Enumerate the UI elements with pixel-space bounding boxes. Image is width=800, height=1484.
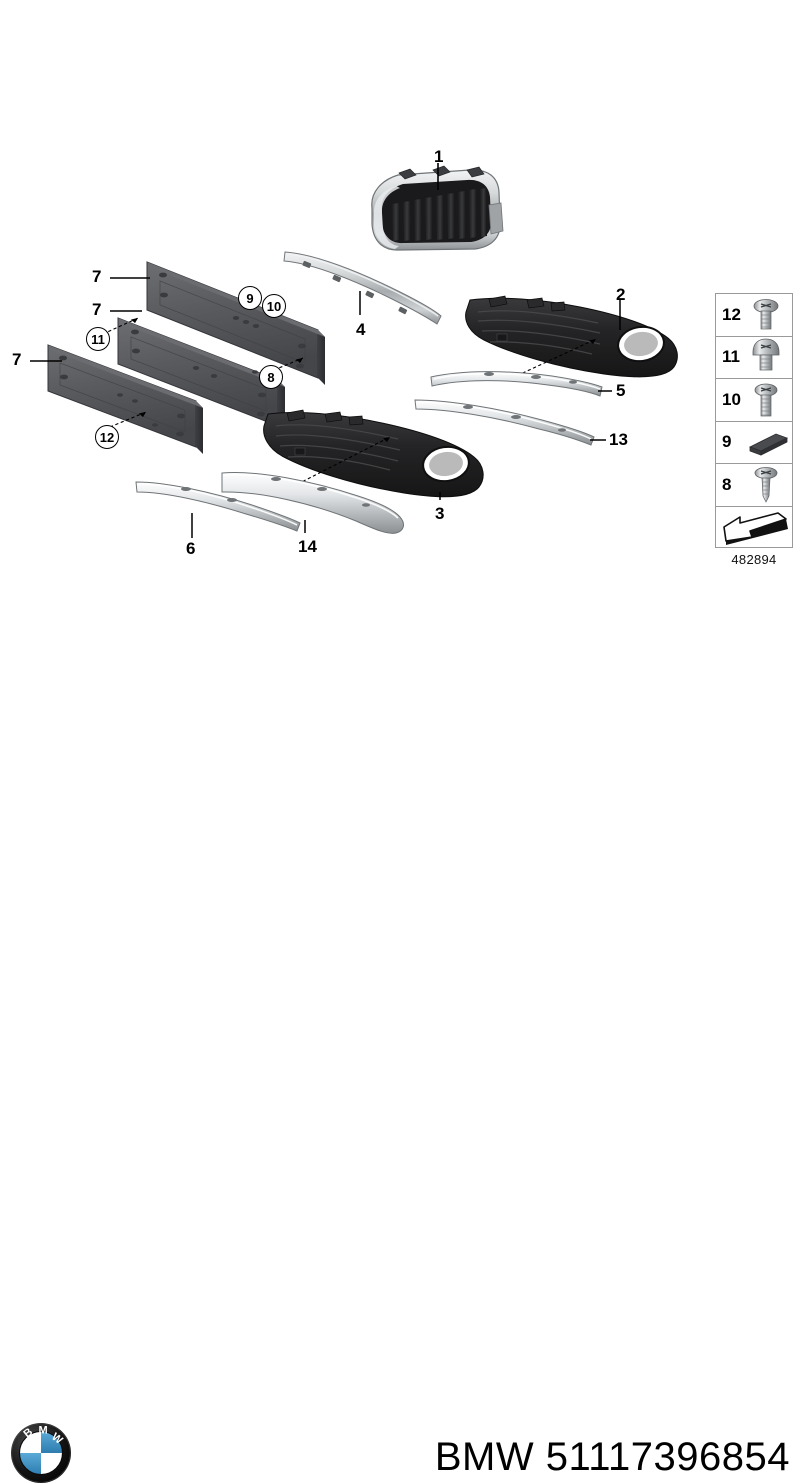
callout-14: 14 bbox=[298, 537, 317, 556]
legend-number-12: 12 bbox=[722, 304, 741, 324]
callout-5: 5 bbox=[616, 381, 626, 400]
direction-arrow-icon bbox=[716, 507, 792, 550]
callout-circled-12: 12 bbox=[95, 425, 119, 449]
legend-row-direction bbox=[716, 507, 792, 550]
part-13-chrome-trim bbox=[414, 399, 606, 446]
fillister-head-screw-icon bbox=[744, 337, 792, 379]
callout-circled-9: 9 bbox=[238, 286, 262, 310]
callout-6: 6 bbox=[186, 539, 196, 558]
self-tapping-screw-icon bbox=[744, 464, 792, 506]
callout-7-front: 7 bbox=[12, 350, 22, 369]
part-4-trim-strip bbox=[283, 251, 442, 325]
part-6-chrome-trim bbox=[135, 481, 301, 538]
part-7-licence-plate-base-front bbox=[30, 344, 203, 454]
callout-3: 3 bbox=[435, 504, 445, 523]
legend-row-10: 10 bbox=[716, 379, 792, 422]
legend-row-9: 9 bbox=[716, 422, 792, 464]
part-7-licence-plate-base-rear bbox=[110, 261, 325, 385]
leader-arrowheads bbox=[131, 318, 303, 418]
callout-circled-11: 11 bbox=[86, 327, 110, 351]
oval-head-screw-long-icon bbox=[744, 379, 792, 421]
part-14-chrome-trim bbox=[221, 472, 404, 534]
part-5-chrome-trim bbox=[430, 371, 612, 397]
callout-1: 1 bbox=[434, 147, 444, 166]
legend-row-12: 12 bbox=[716, 294, 792, 337]
part-2-bumper-grille-right bbox=[465, 295, 678, 379]
legend-number-8: 8 bbox=[722, 474, 732, 494]
part-number-label: BMW 51117396854 bbox=[434, 1435, 790, 1479]
parts-diagram: 1 2 3 4 5 6 7 7 7 13 14 8 9 10 11 12 bbox=[0, 0, 800, 700]
legend-row-8: 8 bbox=[716, 464, 792, 507]
part-3-bumper-grille-left bbox=[263, 409, 484, 500]
part-1-kidney-grille bbox=[371, 163, 504, 251]
footer-bar: B M W BMW 51117396854 bbox=[0, 700, 800, 1483]
legend-number-9: 9 bbox=[722, 432, 732, 452]
diagram-artwork bbox=[30, 163, 678, 538]
legend-number-11: 11 bbox=[722, 347, 740, 367]
callout-circled-8: 8 bbox=[259, 365, 283, 389]
callout-7-middle: 7 bbox=[92, 300, 102, 319]
legend-number-10: 10 bbox=[722, 389, 741, 409]
oval-head-screw-icon bbox=[744, 294, 792, 336]
callout-4: 4 bbox=[356, 320, 366, 339]
callout-7-rear: 7 bbox=[92, 267, 102, 286]
fastener-legend: 12 11 bbox=[715, 293, 793, 548]
drawing-code: 482894 bbox=[731, 552, 777, 567]
legend-row-11: 11 bbox=[716, 337, 792, 379]
callout-circled-10: 10 bbox=[262, 294, 286, 318]
callout-13: 13 bbox=[609, 430, 628, 449]
flat-spacer-plate-icon bbox=[744, 422, 792, 464]
callout-2: 2 bbox=[616, 285, 626, 304]
